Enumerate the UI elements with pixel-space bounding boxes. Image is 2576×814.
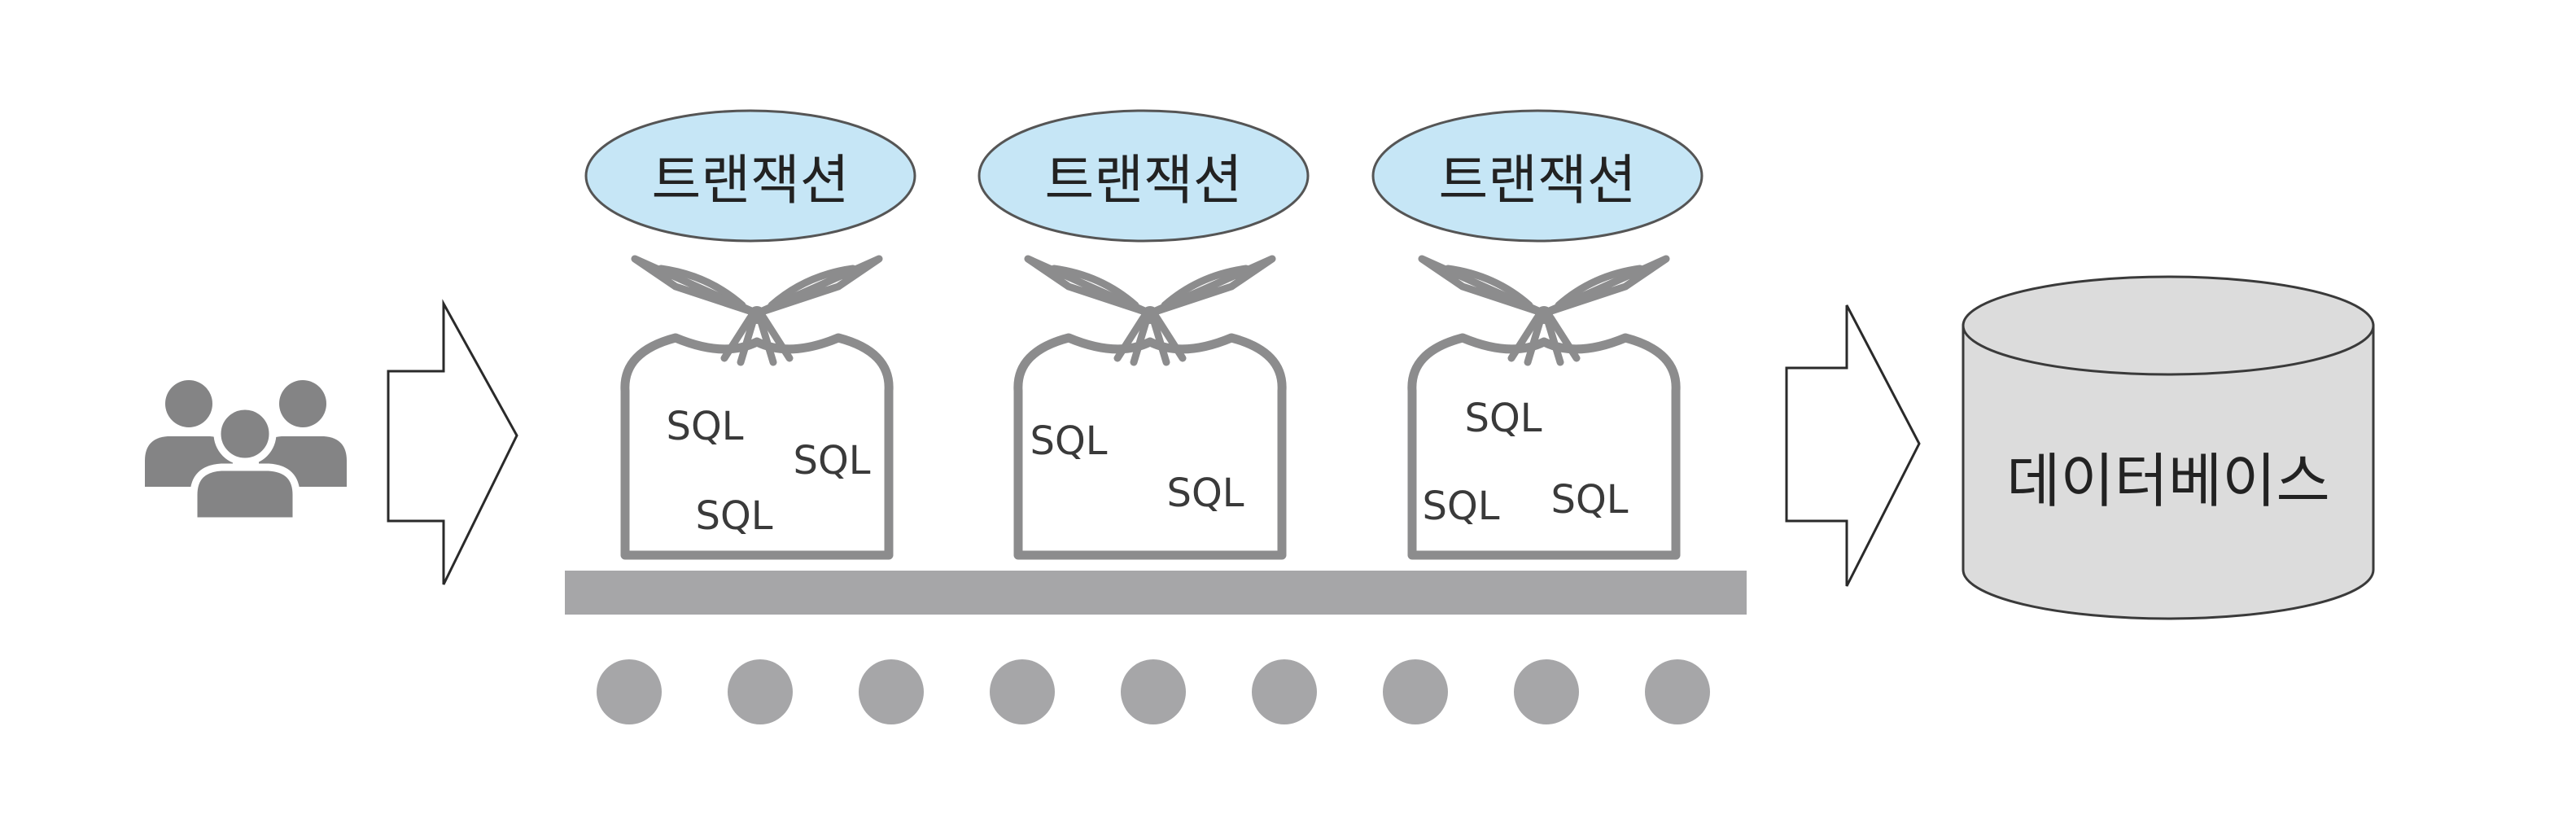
conveyor-wheel bbox=[1383, 659, 1448, 724]
hollow-right-arrow-icon bbox=[387, 299, 518, 585]
sql-statement: SQL bbox=[1465, 396, 1542, 441]
transaction-bag: 트랜잭션 SQL SQL bbox=[977, 109, 1310, 560]
transaction-label-bubble bbox=[584, 109, 916, 243]
conveyor-wheel bbox=[597, 659, 662, 724]
transaction-bag: 트랜잭션 SQL SQL SQL bbox=[584, 109, 916, 560]
transaction-label-bubble bbox=[1371, 109, 1703, 243]
users-group-icon bbox=[145, 380, 347, 525]
sql-statement: SQL bbox=[1167, 470, 1244, 516]
sql-statement: SQL bbox=[1551, 477, 1629, 523]
sql-statement: SQL bbox=[667, 404, 744, 449]
conveyor-wheel bbox=[1645, 659, 1710, 724]
conveyor-wheel bbox=[1252, 659, 1317, 724]
bow-icon bbox=[631, 255, 883, 366]
database-label: 데이터베이스 bbox=[2006, 447, 2329, 515]
sql-statement: SQL bbox=[696, 493, 773, 539]
hollow-right-arrow-icon bbox=[1785, 304, 1921, 587]
bag-icon bbox=[620, 333, 894, 560]
bag-icon bbox=[1407, 333, 1681, 560]
database-cylinder-icon: 데이터베이스 bbox=[1962, 275, 2375, 620]
sql-statement: SQL bbox=[1423, 484, 1500, 529]
sql-statement: SQL bbox=[794, 438, 871, 484]
transaction-label: 트랜잭션 bbox=[1045, 149, 1243, 212]
conveyor-wheel bbox=[728, 659, 793, 724]
transaction-label: 트랜잭션 bbox=[652, 149, 850, 212]
conveyor-belt bbox=[565, 571, 1747, 615]
conveyor-wheel bbox=[990, 659, 1055, 724]
transaction-label: 트랜잭션 bbox=[1439, 149, 1637, 212]
bag-icon bbox=[1013, 333, 1287, 560]
conveyor-wheels bbox=[597, 659, 1710, 724]
bow-icon bbox=[1024, 255, 1276, 366]
conveyor-wheel bbox=[1121, 659, 1186, 724]
sql-statement: SQL bbox=[1030, 418, 1108, 464]
conveyor-wheel bbox=[859, 659, 924, 724]
conveyor-wheel bbox=[1514, 659, 1579, 724]
bow-icon bbox=[1418, 255, 1670, 366]
transaction-label-bubble bbox=[977, 109, 1310, 243]
